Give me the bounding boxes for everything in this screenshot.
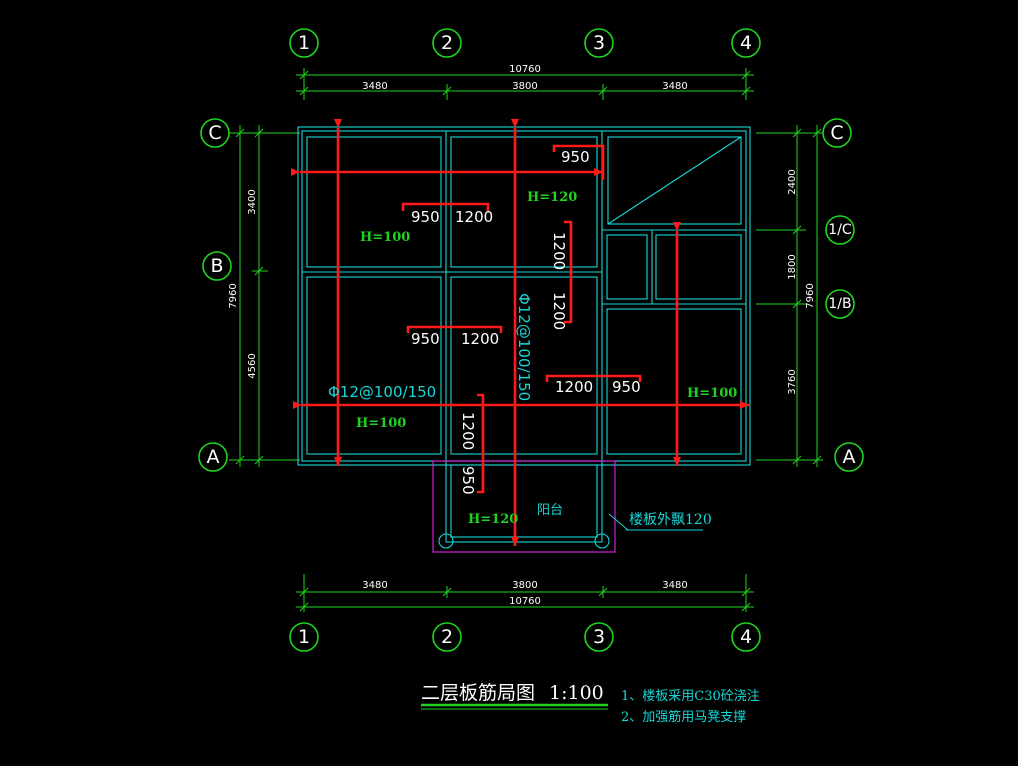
dim-span: 3400	[247, 189, 258, 214]
dim-total: 10760	[509, 596, 541, 607]
rebar-label: 950	[612, 378, 641, 396]
dim-total: 7960	[228, 283, 239, 308]
rebar-spec-vertical: Φ12@100/150	[515, 293, 533, 401]
axis-bubble	[584, 28, 614, 58]
dim-span: 3800	[512, 580, 537, 591]
axis-bubble	[289, 28, 319, 58]
column-axis-top: 1 2 3 4	[289, 28, 761, 58]
axis-bubble	[825, 289, 855, 319]
rebar-label: 1200	[550, 232, 568, 270]
axis-label-c: C	[208, 122, 221, 144]
dimension-right: 2400 1800 3760 7960	[756, 125, 823, 467]
rebar-label: 950	[561, 148, 590, 166]
rebar-label: 1200	[555, 378, 593, 396]
thickness-label: H=100	[356, 416, 406, 431]
title-scale: 1:100	[549, 682, 604, 704]
dim-total: 10760	[509, 64, 541, 75]
thickness-label: H=120	[527, 190, 577, 205]
axis-bubble	[198, 442, 228, 472]
axis-label-b: B	[210, 255, 223, 277]
dim-span: 3480	[662, 81, 687, 92]
axis-bubble	[731, 622, 761, 652]
rebar-label: 950	[459, 466, 477, 495]
axis-bubble	[432, 28, 462, 58]
axis-label-1: 1	[298, 32, 310, 54]
axis-bubble	[825, 215, 855, 245]
axis-label-c: C	[830, 122, 843, 144]
column-axis-bottom: 1 2 3 4	[289, 622, 761, 652]
rebar-label: 950	[411, 330, 440, 348]
axis-label-2: 2	[441, 626, 453, 648]
axis-bubble	[432, 622, 462, 652]
axis-bubble	[834, 442, 864, 472]
rebar-label: 1200	[455, 208, 493, 226]
note-2: 2、加强筋用马凳支撑	[621, 709, 746, 725]
title-text: 二层板筋局图	[421, 682, 535, 704]
axis-label-1b: 1/B	[828, 296, 851, 312]
axis-bubble	[731, 28, 761, 58]
row-axis-right: C 1/C 1/B A	[822, 118, 864, 472]
axis-label-a: A	[843, 446, 856, 468]
axis-label-1c: 1/C	[828, 222, 852, 238]
dim-span: 3800	[512, 81, 537, 92]
note-1: 1、楼板采用C30砼浇注	[621, 689, 760, 704]
axis-label-4: 4	[740, 626, 752, 648]
dim-span: 3480	[662, 580, 687, 591]
drawing-title: 二层板筋局图 1:100	[421, 682, 608, 710]
main-rebar	[291, 119, 749, 546]
dim-span: 2400	[787, 169, 798, 194]
balcony-outline	[432, 460, 616, 553]
rebar-label: 1200	[459, 412, 477, 450]
dim-span: 4560	[247, 353, 258, 378]
axis-label-3: 3	[593, 32, 605, 54]
dim-span: 3760	[787, 369, 798, 394]
thickness-label: H=100	[360, 230, 410, 245]
axis-label-2: 2	[441, 32, 453, 54]
axis-label-1: 1	[298, 626, 310, 648]
axis-label-3: 3	[593, 626, 605, 648]
axis-bubble	[289, 622, 319, 652]
row-axis-left: C B A	[198, 118, 232, 472]
overhang-label: 楼板外飘120	[629, 512, 712, 528]
rebar-spec-horizontal: Φ12@100/150	[328, 383, 436, 401]
rebar-length-labels: 950 950 1200 1200 1200 950 1200 1200 950…	[411, 148, 641, 495]
rebar-label: 1200	[550, 292, 568, 330]
dim-span: 3480	[362, 81, 387, 92]
extra-rebar	[401, 144, 642, 494]
dimension-left: 7960 3400 4560	[228, 125, 300, 467]
axis-bubble	[584, 622, 614, 652]
notes: 1、楼板采用C30砼浇注 2、加强筋用马凳支撑	[621, 689, 760, 725]
axis-label-a: A	[207, 446, 220, 468]
axis-bubble	[202, 251, 232, 281]
thickness-label: H=120	[468, 512, 518, 527]
dim-span: 3480	[362, 580, 387, 591]
dimension-top: 10760 3480 3800 3480	[296, 64, 754, 100]
dimension-bottom: 3480 3800 3480 10760	[296, 574, 754, 612]
rebar-label: 1200	[461, 330, 499, 348]
rebar-label: 950	[411, 208, 440, 226]
dim-total: 7960	[805, 283, 816, 308]
thickness-label: H=100	[687, 386, 737, 401]
axis-label-4: 4	[740, 32, 752, 54]
slab-thickness-labels: H=100 H=120 H=100 H=100 H=120	[356, 190, 737, 527]
dim-span: 1800	[787, 254, 798, 279]
balcony-label: 阳台	[537, 503, 563, 518]
